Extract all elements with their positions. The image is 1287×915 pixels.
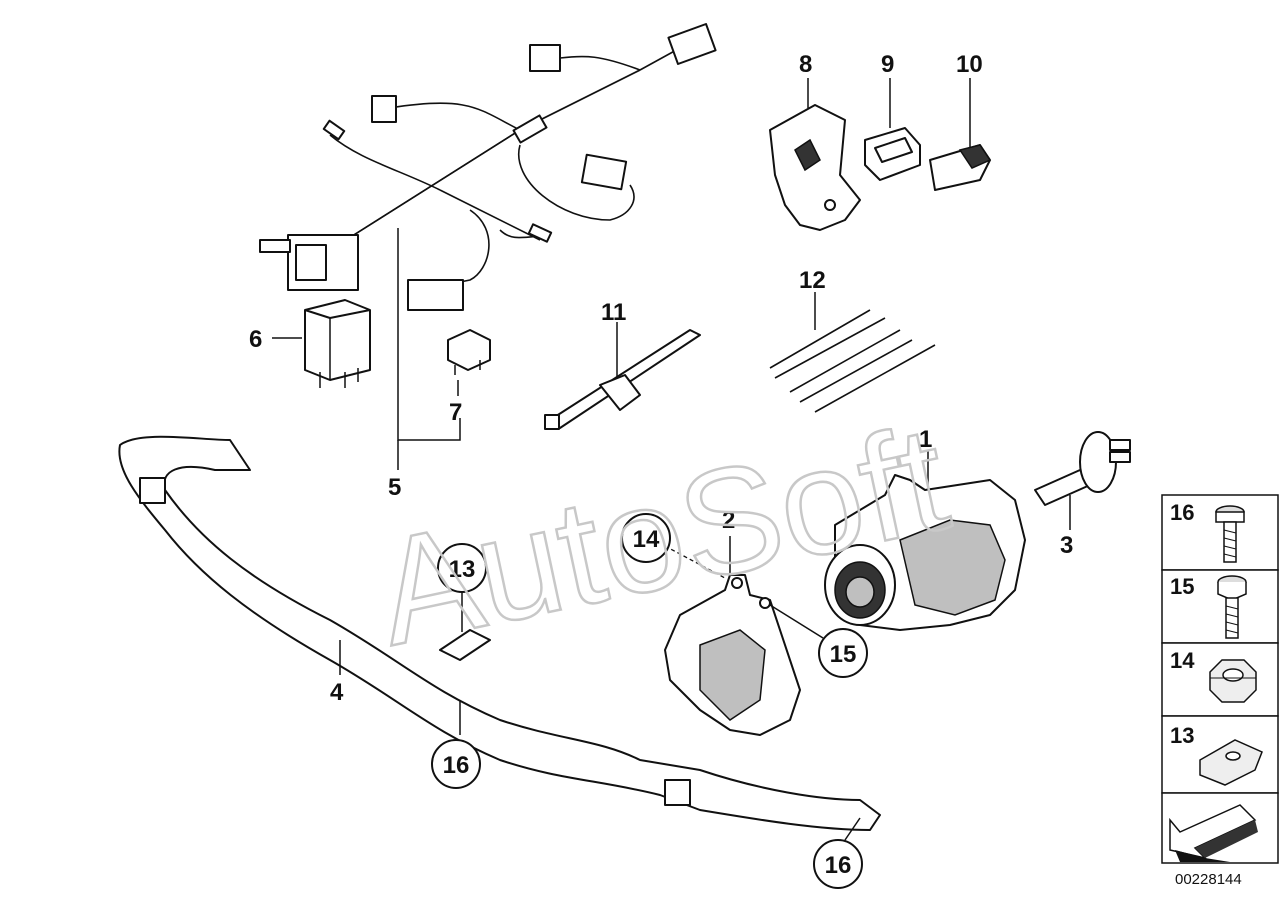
fuse <box>447 329 491 375</box>
circled-callout-15: 15 <box>818 628 868 678</box>
callout-2: 2 <box>722 507 735 534</box>
mounting-bar <box>118 435 881 831</box>
circled-callout-13: 13 <box>437 543 487 593</box>
switch <box>929 144 992 191</box>
legend-label-16: 16 <box>1170 500 1194 525</box>
callout-15-text: 15 <box>830 641 857 668</box>
arrow-icon[interactable] <box>1169 804 1258 862</box>
legend-label-13: 13 <box>1170 723 1194 748</box>
callout-13-text: 13 <box>449 556 476 583</box>
clip-nut-icon <box>1199 739 1263 786</box>
callout-8: 8 <box>799 51 812 78</box>
bolt-icon <box>1217 575 1247 639</box>
switch-frame <box>864 127 921 181</box>
callout-5: 5 <box>388 474 401 501</box>
callout-4: 4 <box>330 679 344 706</box>
fastener-legend: 16 15 14 13 <box>1161 494 1279 864</box>
callout-14-text: 14 <box>633 526 660 553</box>
circled-callout-16-a: 16 <box>431 739 481 789</box>
legend-label-14: 14 <box>1170 648 1195 673</box>
fog-light <box>824 474 1026 631</box>
bracket <box>769 104 861 231</box>
legend-label-15: 15 <box>1170 574 1194 599</box>
cable-ties <box>769 309 936 413</box>
circled-callout-14: 14 <box>621 513 671 563</box>
cable-tie-holder <box>544 329 701 430</box>
document-number: 00228144 <box>1175 871 1242 888</box>
watermark: AutoSoft <box>363 393 961 677</box>
callout-11: 11 <box>601 299 626 326</box>
screw-icon <box>1215 505 1245 563</box>
callout-7: 7 <box>449 399 462 426</box>
fog-light-bracket <box>664 574 801 736</box>
callout-1: 1 <box>919 426 932 453</box>
callout-12: 12 <box>799 267 826 294</box>
callout-16a-text: 16 <box>443 752 470 779</box>
callout-6: 6 <box>249 326 262 353</box>
callout-10: 10 <box>956 51 983 78</box>
relay <box>304 299 371 388</box>
circled-callout-16-b: 16 <box>813 839 863 889</box>
callout-16b-text: 16 <box>825 852 852 879</box>
bulb <box>1034 431 1131 506</box>
hex-nut-icon <box>1209 659 1257 703</box>
callout-9: 9 <box>881 51 894 78</box>
callout-3: 3 <box>1060 532 1073 559</box>
wiring-harness <box>259 23 717 311</box>
